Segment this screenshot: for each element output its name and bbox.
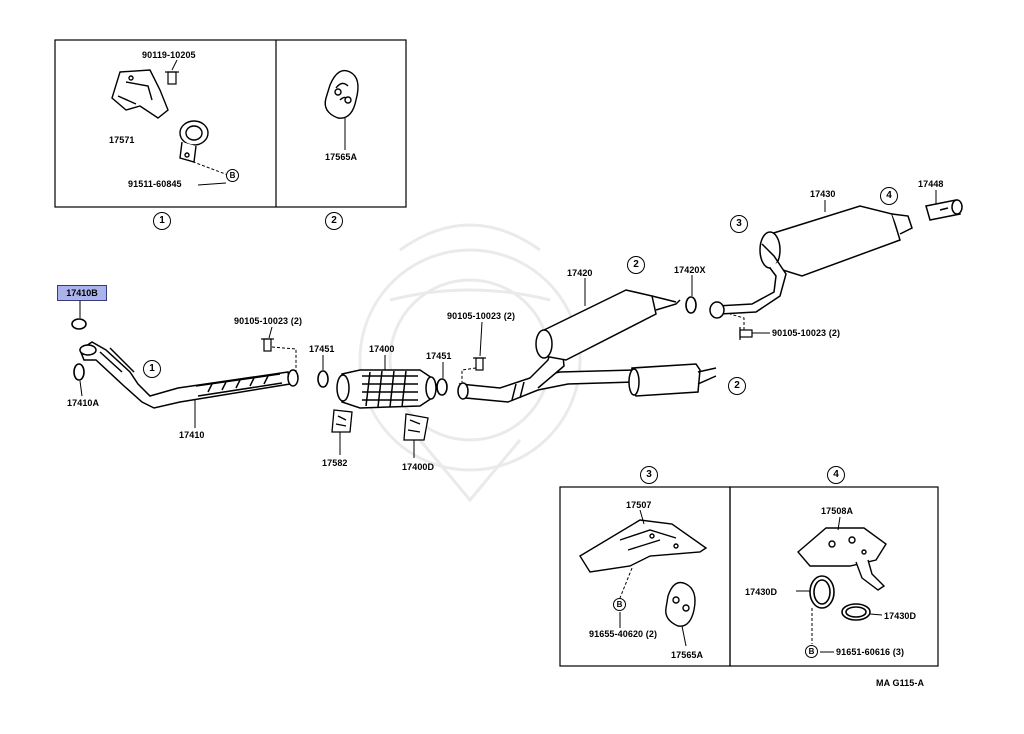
hanger-17565A [324,69,359,119]
dashed-leader [187,159,229,176]
leader [681,625,687,647]
bolt-90105-2 [473,357,486,371]
panel-4-frame [729,486,939,667]
part-label-17430D-b: 17430D [884,611,917,621]
marker-3-main: 3 [730,215,748,233]
panel-1-frame [54,39,407,208]
selected-part-17410B[interactable]: 17410B [57,285,107,301]
leader [869,613,883,616]
part-label-17451-a: 17451 [309,344,335,354]
part-label-91655-40620: 91655-40620 (2) [589,629,658,639]
part-label-17400D: 17400D [402,462,435,472]
part-label-17430D-a: 17430D [745,587,778,597]
part-label-17451-b: 17451 [426,351,452,361]
heat-shield-17582 [331,409,353,433]
leader [479,321,483,357]
leader [79,380,83,397]
bracket-17508A [797,527,887,591]
leader [268,326,273,339]
part-label-17430: 17430 [810,189,836,199]
dashed-leader [461,367,477,382]
gasket-17451-a [317,370,329,388]
marker-2-main-b: 2 [728,377,746,395]
dashed-leader [729,313,745,330]
part-label-91511-60845: 91511-60845 [128,179,182,189]
heat-shield-17400D [403,413,429,441]
bolt-marker-b: B [613,598,626,611]
gasket-17410B [71,318,87,330]
bolt-90105-1 [261,338,274,352]
part-label-17565A: 17565A [325,152,358,162]
dashed-leader [619,567,633,599]
bolt-90119 [165,71,179,85]
bracket-17571 [111,69,169,119]
bolt-90105-3 [739,327,753,340]
panel-marker-3: 3 [640,466,658,484]
clamp [179,120,209,163]
bracket-17507 [579,519,708,573]
panel-3-frame [559,486,731,667]
part-label-90105-10023-c: 90105-10023 (2) [772,328,841,338]
part-label-17410A: 17410A [67,398,100,408]
hanger-17565A-p3 [665,581,696,627]
leader [837,516,841,531]
tailpipe-tip-17448 [925,199,963,221]
part-label-17582: 17582 [322,458,348,468]
part-label-17420X: 17420X [674,265,706,275]
panel-marker-2: 2 [325,212,343,230]
ring-17430D [809,575,871,621]
part-label-90105-10023-b: 90105-10023 (2) [447,311,516,321]
part-label-17400: 17400 [369,344,395,354]
part-label-90119-10205: 90119-10205 [142,50,196,60]
leader [197,182,227,186]
part-label-90105-10023-a: 90105-10023 (2) [234,316,303,326]
tailpipe-muffler-17430 [709,205,913,319]
bolt-marker-b: B [226,169,239,182]
part-label-17410: 17410 [179,430,205,440]
gasket-17410A [73,363,85,381]
marker-2-main-a: 2 [627,256,645,274]
marker-1-main: 1 [143,360,161,378]
part-label-17448: 17448 [918,179,944,189]
part-label-17420: 17420 [567,268,593,278]
front-pipe-17410 [79,341,299,409]
gasket-17451-b [436,378,448,396]
marker-4-main: 4 [880,187,898,205]
leader [171,59,178,71]
part-label-17507: 17507 [626,500,652,510]
part-label-17571: 17571 [109,135,135,145]
gasket-17420X [685,296,697,314]
panel-marker-4: 4 [827,466,845,484]
part-label-17565A-p3: 17565A [671,650,704,660]
part-label-17508A: 17508A [821,506,854,516]
bolt-marker-b: B [805,645,818,658]
dashed-leader [271,346,297,372]
leader [639,509,645,525]
figure-code: MA G115-A [876,678,925,688]
panel-marker-1: 1 [153,212,171,230]
watermark-emblem [358,223,582,503]
part-label-91651-60616: 91651-60616 (3) [836,647,905,657]
catalytic-converter-17400 [336,369,437,409]
center-pipe-17420 [457,289,717,403]
